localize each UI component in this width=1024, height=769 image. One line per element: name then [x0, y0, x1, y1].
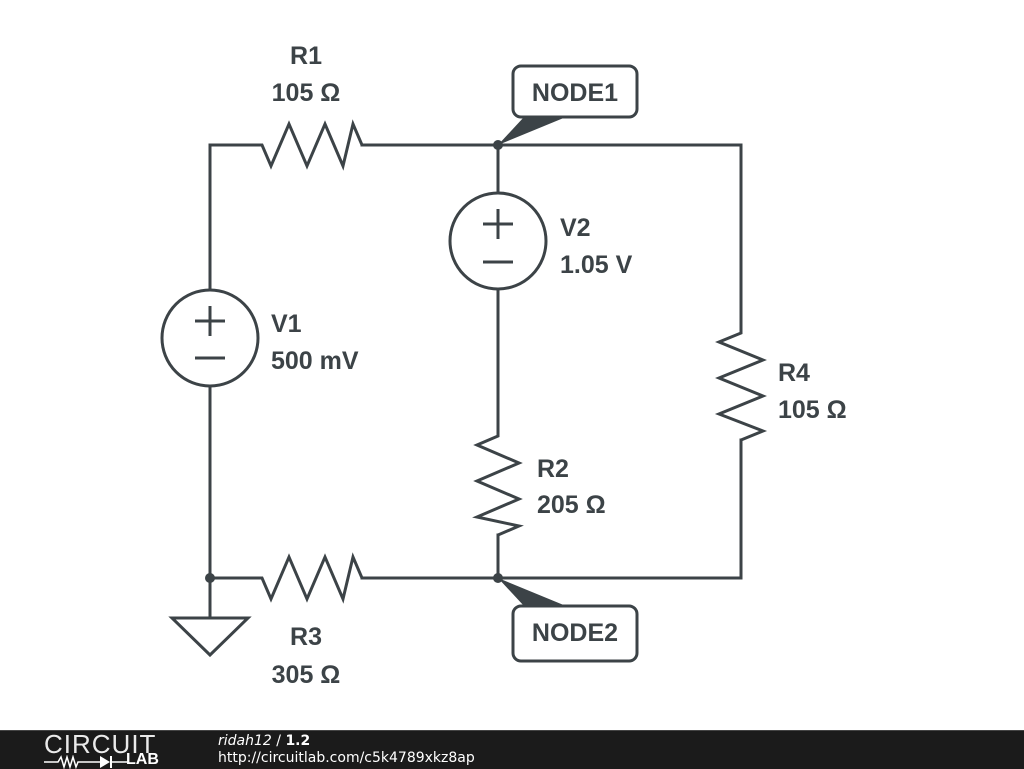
circuit-url-link[interactable]: http://circuitlab.com/c5k4789xkz8ap — [218, 750, 475, 766]
voltage-source-v2[interactable] — [448, 191, 548, 291]
wires — [208, 143, 743, 620]
version: 1.2 — [285, 733, 311, 749]
logo-text-lab: LAB — [126, 751, 159, 768]
v2-value: 1.05 V — [560, 251, 633, 279]
logo-text-circuit: CIRCUIT — [44, 729, 157, 759]
wire-v1-r1 — [208, 143, 255, 292]
r4-value: 105 Ω — [778, 396, 847, 424]
node2-pointer — [498, 578, 566, 606]
footer-bar: CIRCUIT LAB ridah12 / 1.2 http://circuit… — [0, 730, 1024, 769]
node1-text: NODE1 — [532, 79, 618, 107]
v1-value: 500 mV — [271, 347, 359, 375]
voltage-source-v1[interactable] — [160, 288, 260, 388]
r1-name: R1 — [290, 42, 322, 70]
wire-node1-r4 — [496, 143, 743, 332]
v2-name: V2 — [560, 214, 591, 242]
resistor-r3[interactable] — [253, 552, 364, 604]
v1-name: V1 — [271, 310, 302, 338]
node-label-node2[interactable]: NODE2 — [498, 578, 639, 663]
junction-dot-ground — [205, 573, 215, 583]
wire-r4-node2 — [496, 438, 743, 580]
footer-author-version: ridah12 / 1.2 — [218, 733, 310, 749]
r2-value: 205 Ω — [537, 491, 606, 519]
r1-value: 105 Ω — [272, 79, 341, 107]
r2-name: R2 — [537, 455, 569, 483]
circuit-schematic: NODE1 NODE2 R1 105 Ω R3 305 Ω R2 205 Ω R… — [160, 42, 847, 689]
separator: / — [271, 733, 286, 749]
node1-pointer — [498, 117, 566, 145]
node-label-node1[interactable]: NODE1 — [498, 64, 639, 145]
r3-name: R3 — [290, 623, 322, 651]
logo-resistor-diode-icon — [44, 755, 128, 769]
resistor-r4[interactable] — [714, 330, 768, 442]
node2-text: NODE2 — [532, 619, 618, 647]
r3-value: 305 Ω — [272, 661, 341, 689]
ground-icon — [168, 616, 252, 658]
resistor-r1[interactable] — [253, 119, 364, 171]
r4-name: R4 — [778, 359, 810, 387]
author-link[interactable]: ridah12 — [218, 733, 272, 749]
resistor-r2[interactable] — [472, 428, 524, 537]
